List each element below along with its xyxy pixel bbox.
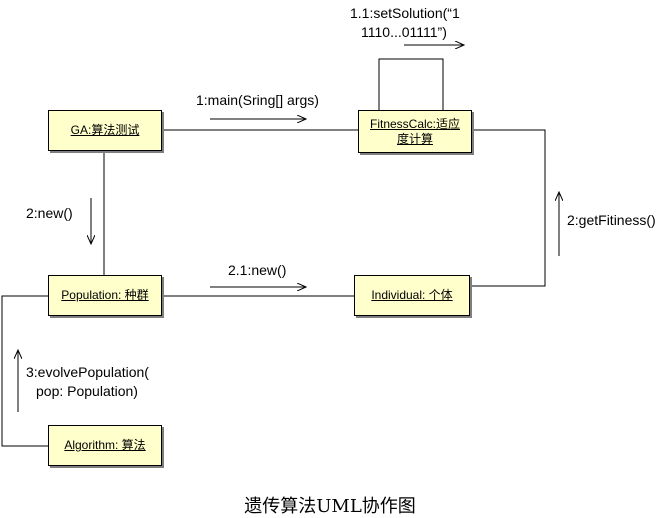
message-set-solution-line1: 1.1:setSolution(“1: [350, 5, 460, 21]
self-link-fitness: [378, 58, 444, 110]
link-population-algorithm: [1, 295, 48, 447]
message-set-solution-line2: 1110...01111”): [361, 24, 447, 40]
object-population-label: Population: 种群: [61, 288, 149, 302]
object-algorithm-label: Algorithm: 算法: [64, 438, 146, 452]
message-main: 1:main(Sring[] args): [196, 92, 319, 108]
object-ga[interactable]: GA:算法测试: [48, 110, 162, 151]
message-get-fitness: 2:getFitiness(): [567, 212, 656, 228]
diagram-title: 遗传算法UML协作图: [244, 496, 416, 517]
message-new-population: 2:new(): [26, 205, 73, 221]
message-evolve-population-line1: 3:evolvePopulation(: [26, 364, 149, 380]
link-individual-fitness: [470, 129, 546, 287]
message-evolve-population-line2: pop: Population): [36, 383, 138, 399]
object-fitness-calc-label: FitnessCalc:适应度计算: [369, 116, 461, 146]
object-population[interactable]: Population: 种群: [48, 275, 162, 316]
object-individual-label: Individual: 个体: [371, 288, 453, 302]
object-ga-label: GA:算法测试: [70, 123, 140, 137]
object-algorithm[interactable]: Algorithm: 算法: [48, 425, 162, 466]
object-fitness-calc[interactable]: FitnessCalc:适应度计算: [358, 110, 472, 153]
object-individual[interactable]: Individual: 个体: [354, 275, 470, 316]
message-new-individual: 2.1:new(): [228, 262, 287, 278]
